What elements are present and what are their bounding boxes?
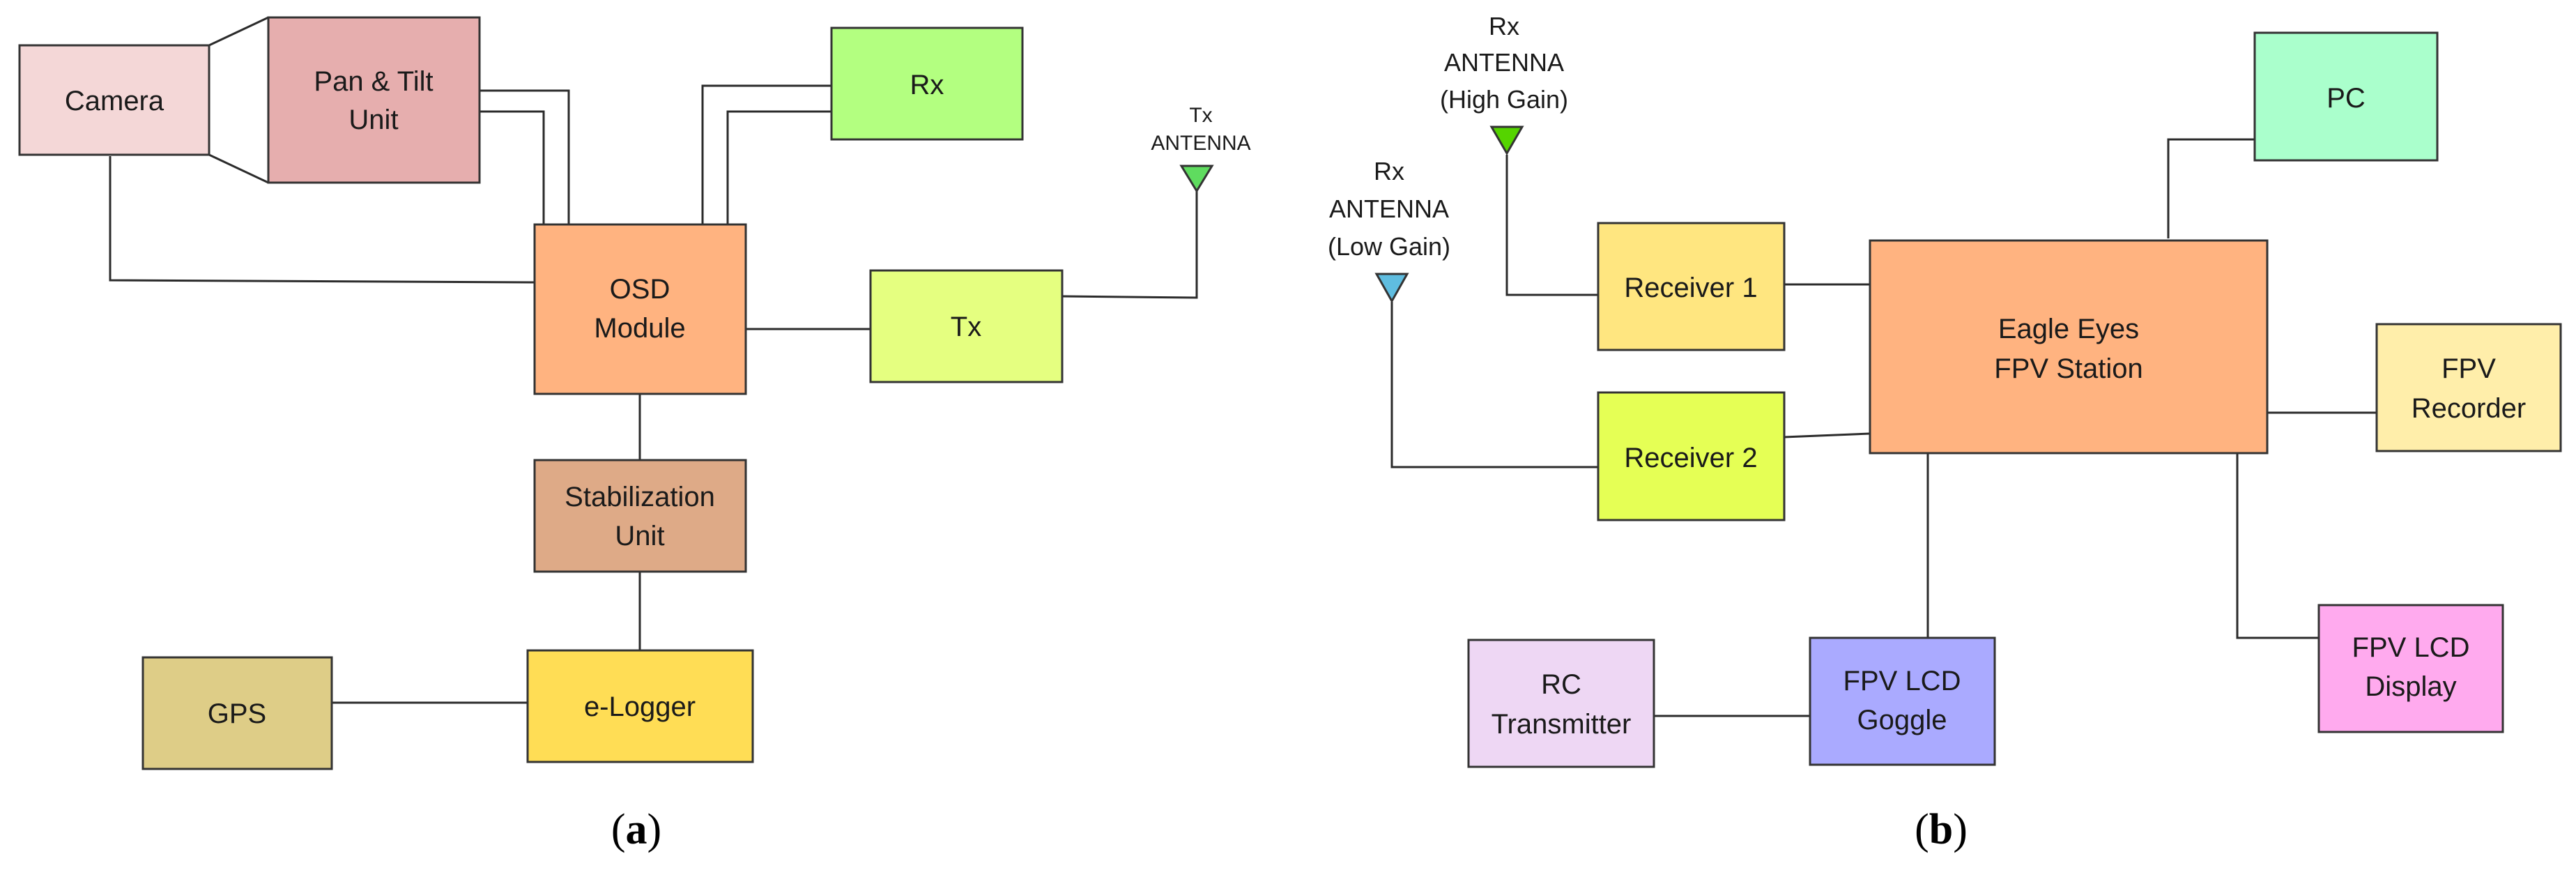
low-gain-antenna-icon [1374,273,1409,304]
camera-osd-link [109,156,535,284]
receiver2-station-link [1784,432,1871,438]
high-gain-antenna-receiver1-link [1505,155,1598,296]
panel-b-caption-open: ( [1915,806,1929,853]
panel-a-caption: (a) [611,806,661,853]
gps-block: GPS [141,656,333,770]
tx-antenna: Tx ANTENNA [1151,104,1251,193]
receiver1-block: Receiver 1 [1597,222,1786,351]
receiver2-label: Receiver 2 [1624,443,1757,473]
fpv-recorder-box [2375,323,2562,452]
elogger-block: e-Logger [526,649,754,763]
rx-label: Rx [910,70,944,100]
rx-box [830,26,1024,141]
tx-box [869,269,1064,383]
tx-antenna-link [1061,188,1198,299]
fpv-lcd-display-block: FPV LCD Display [2317,604,2504,733]
fpv-recorder-label-line1: FPV [2441,353,2496,384]
camera-pan-tilt-link-top [208,16,269,47]
low-gain-antenna-receiver2-link [1390,302,1598,468]
pan-tilt-label-line2: Unit [348,105,398,135]
tx-block: Tx [869,269,1064,383]
tx-antenna-label-line2: ANTENNA [1151,132,1250,155]
panel-b-caption-close: ) [1953,806,1968,853]
camera-block: Camera [18,44,210,156]
camera-box [18,44,210,156]
pc-block: PC [2253,31,2439,162]
rx-antenna-low-gain: Rx ANTENNA (Low Gain) [1328,157,1450,304]
fpv-station-label-line2: FPV Station [1994,353,2142,384]
tx-antenna-icon [1179,165,1214,193]
panel-a-caption-close: ) [647,806,662,853]
pc-label: PC [2326,83,2366,114]
stabilization-label-line2: Unit [615,521,664,551]
panel-a-connections [109,16,1198,704]
rc-transmitter-label-line2: Transmitter [1492,709,1632,740]
pan-tilt-osd-link-b [480,110,545,224]
rc-transmitter-box [1467,639,1655,768]
pan-tilt-block: Pan & Tilt Unit [267,16,481,184]
low-gain-antenna-label-line2: ANTENNA [1329,194,1449,223]
stabilization-block: Stabilization Unit [533,459,747,573]
fpv-lcd-display-label-line2: Display [2365,671,2456,702]
receiver2-box [1597,391,1786,521]
high-gain-antenna-label-line1: Rx [1489,12,1519,40]
rc-transmitter-block: RC Transmitter [1467,639,1655,768]
fpv-station-label-line1: Eagle Eyes [1998,314,2139,344]
station-pc-link [2167,138,2255,238]
osd-block: OSD Module [533,223,747,395]
panel-a: Camera Pan & Tilt Unit Rx OSD Module Tx … [18,16,1251,853]
fpv-recorder-label-line2: Recorder [2412,393,2527,424]
panel-a-caption-open: ( [611,806,626,853]
low-gain-antenna-label-line1: Rx [1374,157,1404,185]
fpv-lcd-goggle-label-line1: FPV LCD [1843,666,1961,696]
panel-b-caption: (b) [1915,806,1968,853]
panel-a-caption-letter: a [626,806,647,853]
gps-label: GPS [208,699,266,729]
fpv-lcd-goggle-label-line2: Goggle [1857,705,1947,735]
rx-antenna-high-gain: Rx ANTENNA (High Gain) [1440,12,1568,155]
gps-box [141,656,333,770]
rc-transmitter-label-line1: RC [1541,669,1581,700]
station-lcd-display-link [2236,453,2319,639]
camera-label: Camera [65,86,164,116]
pan-tilt-label-line1: Pan & Tilt [314,66,433,97]
receiver1-box [1597,222,1786,351]
receiver1-label: Receiver 1 [1624,273,1757,303]
tx-antenna-label-line1: Tx [1189,104,1212,127]
stabilization-box [533,459,747,573]
high-gain-antenna-icon [1489,125,1524,155]
fpv-lcd-goggle-box [1809,636,1996,766]
tx-label: Tx [951,312,981,342]
fpv-station-block: Eagle Eyes FPV Station [1869,239,2269,455]
osd-box [533,223,747,395]
fpv-recorder-block: FPV Recorder [2375,323,2562,452]
fpv-lcd-goggle-block: FPV LCD Goggle [1809,636,1996,766]
panel-b-connections [1390,138,2377,717]
stabilization-label-line1: Stabilization [565,482,715,512]
elogger-label: e-Logger [584,692,696,722]
receiver2-block: Receiver 2 [1597,391,1786,521]
fpv-lcd-display-box [2317,604,2504,733]
pc-box [2253,31,2439,162]
osd-rx-link-a [701,84,831,224]
high-gain-antenna-label-line3: (High Gain) [1440,85,1568,114]
pan-tilt-box [267,16,481,184]
pan-tilt-osd-link-a [480,89,570,224]
panel-b-caption-letter: b [1929,806,1953,853]
panel-b: Rx ANTENNA (High Gain) Rx ANTENNA (Low G… [1328,12,2562,853]
elogger-box [526,649,754,763]
osd-label-line2: Module [594,313,685,344]
low-gain-antenna-label-line3: (Low Gain) [1328,232,1450,261]
osd-rx-link-b [726,110,831,224]
fpv-lcd-display-label-line1: FPV LCD [2352,632,2470,663]
camera-pan-tilt-link-bottom [208,153,269,184]
fpv-station-box [1869,239,2269,455]
rx-block: Rx [830,26,1024,141]
osd-label-line1: OSD [610,274,670,305]
high-gain-antenna-label-line2: ANTENNA [1444,48,1564,77]
